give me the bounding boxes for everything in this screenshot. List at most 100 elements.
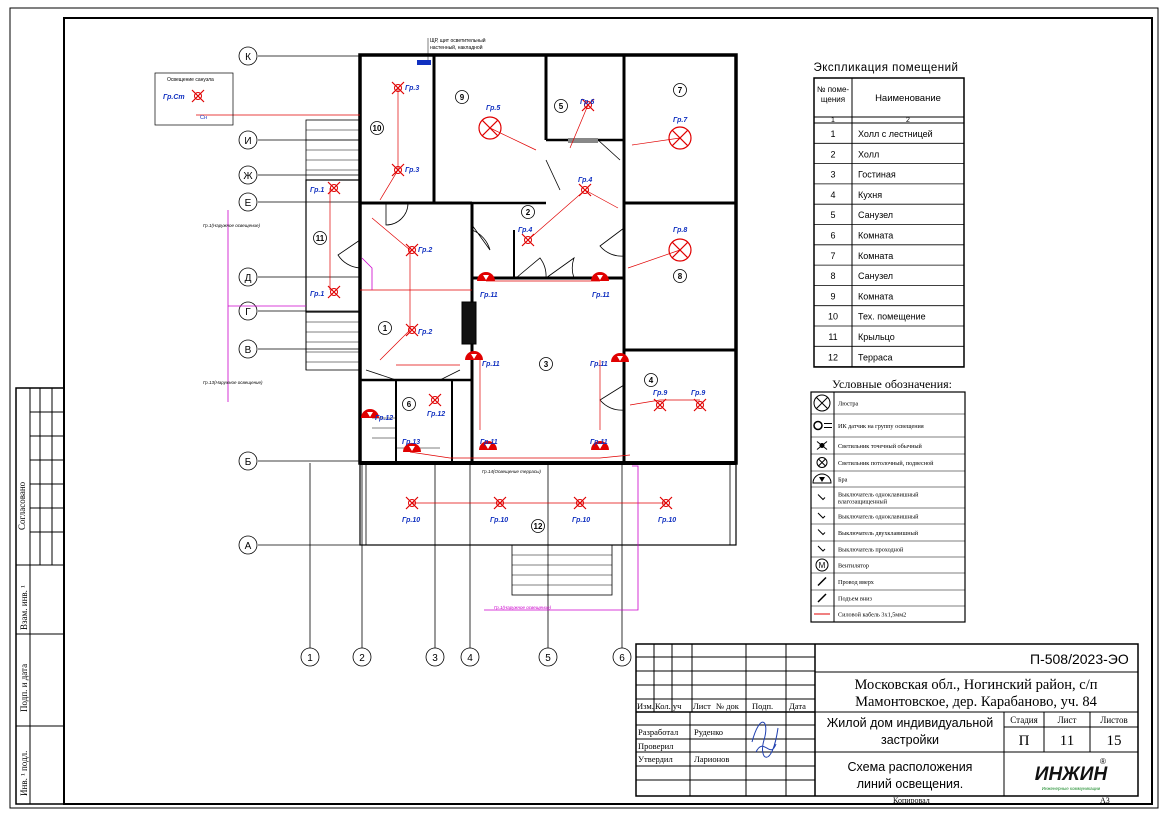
svg-text:Утвердил: Утвердил	[638, 754, 673, 764]
legend-symbol-icon	[812, 473, 832, 484]
svg-text:Ж: Ж	[243, 171, 253, 182]
spot-light-icon	[693, 398, 707, 412]
group-label: Гр.12	[375, 415, 393, 422]
spot-light-icon	[405, 243, 419, 257]
legend-item-label: Бра	[838, 477, 848, 484]
spot-light-icon	[578, 183, 592, 197]
explication-row-name: Гостиная	[858, 170, 896, 180]
room-number-11: 11	[313, 231, 327, 245]
svg-text:Руденко: Руденко	[694, 727, 723, 737]
explication-row-num: 12	[828, 352, 838, 362]
group-label: Гр.7	[673, 117, 688, 124]
axis-col-marker: 3	[425, 647, 445, 667]
explication-row-num: 11	[828, 332, 837, 342]
svg-text:Подп.: Подп.	[752, 701, 773, 711]
title-header-cols: Изм. Кол. уч Лист № док Подп. Дата	[637, 701, 806, 711]
svg-text:А: А	[245, 541, 252, 552]
room-number-5: 5	[554, 99, 568, 113]
explication-row-name: Кухня	[858, 190, 882, 200]
magenta-lines	[227, 210, 639, 611]
left-stamp	[15, 387, 65, 805]
stage-label: Стадия	[1010, 715, 1037, 725]
left-inv-vz: Взам. инв. ¹	[19, 585, 29, 630]
axis-col-marker: 2	[352, 647, 372, 667]
group-label: Гр.12	[427, 411, 445, 418]
axis-row-marker: К	[238, 46, 258, 66]
note-terrace: Гр.14(Освещение террасы)	[482, 469, 541, 474]
legend-symbol-icon	[817, 576, 827, 587]
spot-light-icon	[573, 496, 587, 510]
spot-light-icon	[659, 496, 673, 510]
spot-light-icon	[391, 163, 405, 177]
axis-col-marker: 1	[300, 647, 320, 667]
wall-lamp-icon	[403, 443, 421, 452]
spot-light-icon	[405, 496, 419, 510]
format-label: A3	[1100, 796, 1110, 805]
legend-item-label: Силовой кабель 3х1,5мм2	[838, 612, 906, 619]
explication-row-num: 1	[830, 129, 835, 139]
explication-row-num: 6	[830, 231, 835, 241]
group-label: Гр.8	[673, 227, 687, 234]
legend-symbol-icon	[817, 512, 826, 519]
explication-row-num: 7	[830, 251, 835, 261]
explication-table	[813, 77, 965, 368]
axis-row-marker: И	[238, 130, 258, 150]
legend-item-label: Выключатель одноклавишный	[838, 514, 919, 521]
group-label: Гр.11	[590, 439, 608, 446]
shield-note-1: ЩР, щит осветительный	[430, 37, 486, 44]
spot-light-icon	[428, 393, 442, 407]
explication-row-num: 4	[830, 190, 835, 200]
axis-row-marker: Б	[238, 451, 258, 471]
svg-text:4: 4	[649, 376, 654, 385]
room-number-1: 1	[378, 321, 392, 335]
vent-note-box	[154, 72, 234, 126]
copied-label: Копировал	[893, 796, 930, 805]
legend-item-label: Люстра	[838, 401, 858, 408]
drawing-line1: Схема расположения	[848, 760, 973, 774]
legend-symbol-icon	[817, 529, 826, 536]
legend-item-label: Светильник точечный обычный	[838, 443, 923, 450]
stage-value: П	[1019, 733, 1030, 749]
explication-row-num: 2	[830, 149, 835, 159]
explication-row-name: Санузел	[858, 271, 893, 281]
spot-light-icon	[493, 496, 507, 510]
svg-text:В: В	[245, 345, 252, 356]
group-label: Гр.1	[310, 291, 324, 298]
axis-col-marker: 4	[460, 647, 480, 667]
wall-lamp-icon	[361, 409, 379, 418]
svg-text:Проверил: Проверил	[638, 741, 674, 751]
svg-text:Ларионов: Ларионов	[694, 754, 729, 764]
sheet-code: П-508/2023-ЭО	[1030, 651, 1129, 667]
svg-text:Е: Е	[245, 198, 252, 209]
room-number-8: 8	[673, 269, 687, 283]
spot-light-icon	[327, 285, 341, 299]
explication-title: Экспликация помещений	[813, 62, 958, 74]
title-roles: Разработал Руденко Проверил Утвердил Лар…	[638, 727, 729, 764]
svg-text:ИНЖИН: ИНЖИН	[1035, 764, 1109, 785]
svg-text:Д: Д	[245, 273, 252, 284]
axis-row-marker: Е	[238, 192, 258, 212]
group-label: Гр.13	[402, 439, 420, 446]
room-number-6: 6	[402, 397, 416, 411]
legend-symbol-icon	[817, 545, 826, 552]
room-number-3: 3	[539, 357, 553, 371]
ceiling-light-icon	[478, 116, 502, 140]
ceiling-light-icon	[668, 126, 692, 150]
axis-row-marker: Г	[238, 301, 258, 321]
group-label: Гр.10	[490, 517, 508, 524]
legend-item-label: Выключатель одноклавишный	[838, 492, 919, 499]
legend-symbol-icon	[816, 441, 828, 450]
explication-row-name: Холл	[858, 149, 879, 159]
legend-symbol-icon	[817, 593, 827, 603]
legend-item-label: Подъем вниз	[838, 596, 872, 603]
explication-row-name: Тех. помещение	[858, 312, 926, 322]
explication-row-num: 5	[830, 210, 835, 220]
shield-panel-icon	[417, 60, 431, 65]
svg-text:1: 1	[383, 324, 388, 333]
left-agreed: Согласовано	[17, 481, 27, 530]
legend-item-label-cont: влагозащищенный	[838, 499, 888, 506]
explication-col1b: щения	[821, 95, 845, 104]
